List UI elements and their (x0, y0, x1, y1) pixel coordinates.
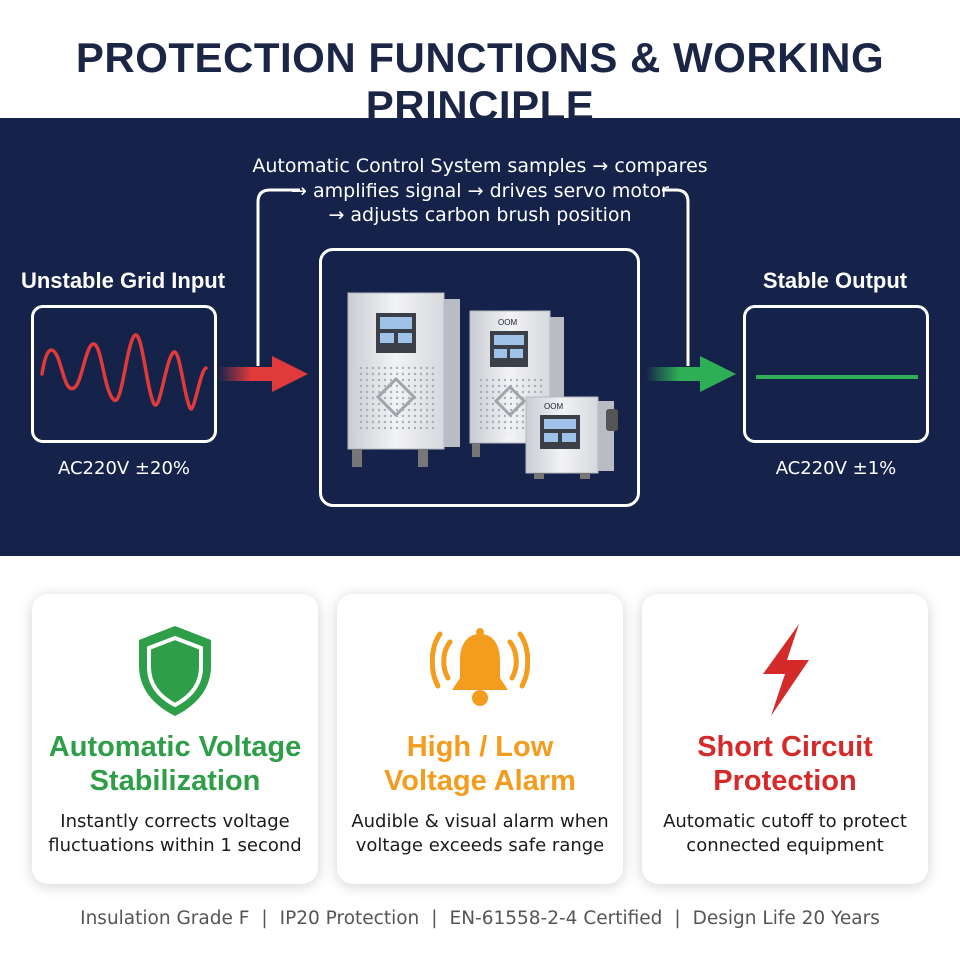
spec-item: Insulation Grade F (80, 908, 250, 929)
output-label: Stable Output (762, 268, 908, 293)
unstable-waveform (40, 333, 208, 411)
brand-label: OOM (498, 318, 517, 327)
feature-card-short-circuit: Short Circuit Protection Automatic cutof… (642, 594, 928, 884)
output-voltage: AC220V ±1% (775, 458, 897, 479)
spec-item: IP20 Protection (279, 908, 420, 929)
large-unit (347, 292, 460, 467)
small-unit: OOM (525, 396, 618, 479)
separator: | (674, 908, 681, 929)
voltage-stabilizer-units: OOM OOM (347, 292, 618, 479)
feature-description: Automatic cutoff to protect connected eq… (663, 811, 907, 856)
control-line: → amplifies signal → drives servo motor (291, 179, 669, 202)
feature-description: Audible & visual alarm when voltage exce… (351, 811, 609, 856)
control-connector-right (662, 188, 690, 366)
input-arrow (218, 356, 308, 392)
output-arrow (646, 356, 736, 392)
bell-icon (430, 628, 530, 706)
input-waveform-box (31, 305, 217, 443)
control-line: → adjusts carbon brush position (328, 204, 632, 226)
feature-title: Automatic Voltage Stabilization (48, 731, 302, 797)
feature-card-stabilization: Automatic Voltage Stabilization Instantl… (32, 594, 318, 884)
feature-description: Instantly corrects voltage fluctuations … (48, 811, 302, 856)
feature-title: High / Low Voltage Alarm (384, 731, 576, 797)
control-connector-left (256, 188, 300, 366)
brand-label: OOM (544, 402, 563, 411)
flow-diagram (218, 188, 736, 392)
spec-item: Design Life 20 Years (692, 908, 880, 929)
feature-title: Short Circuit Protection (697, 731, 873, 797)
specs-footer: Insulation Grade F | IP20 Protection | EN-61… (0, 908, 960, 929)
product-image-box: OOM OOM (319, 248, 640, 507)
lightning-icon (763, 624, 809, 716)
spec-item: EN-61558-2-4 Certified (449, 908, 663, 929)
input-label: Unstable Grid Input (20, 268, 226, 293)
input-voltage: AC220V ±20% (57, 458, 191, 479)
output-waveform-box (743, 305, 929, 443)
control-system-description: Automatic Control System samples → compa… (200, 154, 760, 228)
control-line: Automatic Control System samples → compa… (252, 155, 708, 177)
page-title: PROTECTION FUNCTIONS & WORKING PRINCIPLE (75, 34, 885, 129)
separator: | (431, 908, 438, 929)
feature-card-alarm: High / Low Voltage Alarm Audible & visua… (337, 594, 623, 884)
stable-waveform (756, 375, 918, 379)
shield-icon (139, 626, 211, 716)
separator: | (261, 908, 268, 929)
